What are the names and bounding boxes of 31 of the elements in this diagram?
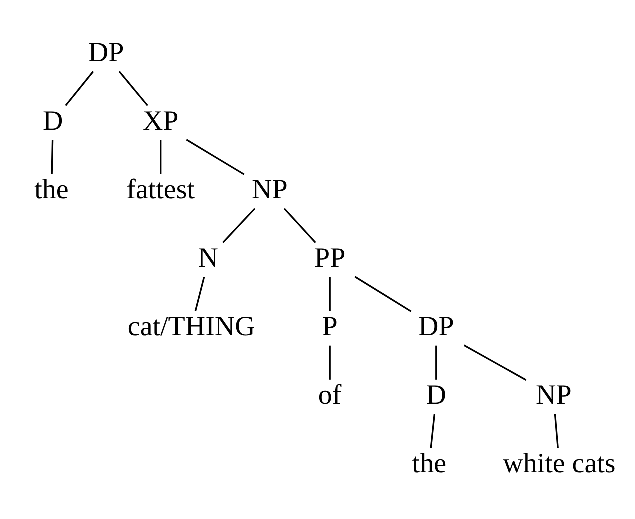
connector	[186, 138, 245, 175]
node-text: the	[34, 174, 69, 205]
connector	[51, 140, 54, 174]
node-text: D	[426, 380, 446, 411]
node-text: D	[43, 105, 64, 136]
connector	[329, 345, 331, 380]
connector	[194, 276, 206, 312]
node-text: NP	[252, 174, 288, 205]
node-text: DP	[88, 36, 124, 68]
connector	[65, 70, 94, 106]
connector	[354, 276, 412, 312]
connector	[436, 345, 438, 380]
connector	[160, 140, 162, 174]
node-text: the	[412, 448, 446, 480]
node-text: cat/THING	[128, 311, 256, 342]
node-text: DP	[418, 311, 454, 342]
connector	[554, 414, 559, 448]
node-text: fattest	[126, 174, 196, 205]
node-text: of	[318, 380, 342, 411]
node-text: N	[198, 242, 218, 274]
node-text: PP	[314, 242, 346, 274]
node-text: P	[322, 311, 338, 342]
node-text: white cats	[503, 448, 616, 480]
connector	[118, 70, 148, 106]
connector	[430, 414, 436, 448]
node-text: XP	[142, 105, 179, 136]
connector	[329, 276, 331, 311]
node-text: NP	[536, 380, 572, 411]
connector	[464, 344, 527, 380]
connector	[284, 208, 316, 243]
connector	[222, 208, 256, 243]
